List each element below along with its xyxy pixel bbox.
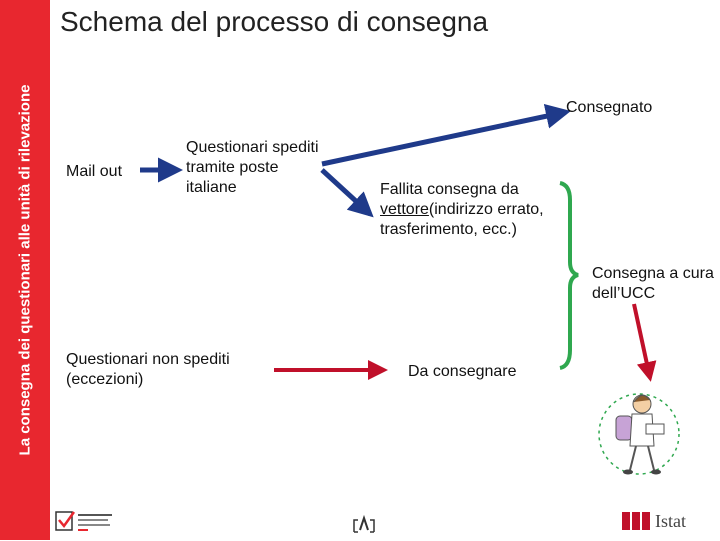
node-questionari-non-spediti: Questionari non spediti (eccezioni): [66, 351, 230, 388]
node-consegna-ucc: Consegna a cura dell’UCC: [592, 265, 714, 302]
green-brace: [559, 181, 579, 370]
arrow-to-fallita: [320, 168, 374, 218]
node-mail-out: Mail out: [66, 163, 123, 180]
small-mark-icon: [350, 512, 378, 534]
node-consegnato: Consegnato: [566, 99, 653, 116]
arrow-to-consegnato: [321, 103, 571, 167]
node-fallita-consegna: Fallita consegna da vettore(indirizzo er…: [380, 180, 556, 240]
sidebar: La consegna dei questionari alle unità d…: [0, 0, 50, 540]
arrow-ucc-to-figure: [632, 303, 657, 382]
istat-logo-icon: [620, 508, 692, 534]
istat-logo-text: Istat: [655, 511, 686, 531]
fallita-link-vettore: vettore: [380, 201, 429, 218]
fallita-text-1: Fallita consegna da: [380, 181, 519, 198]
fallita-text-2: (indirizzo errato, trasferimento, ecc.): [380, 201, 544, 238]
census-logo-icon: [54, 508, 118, 536]
courier-figure-icon: [596, 384, 682, 484]
node-da-consegnare: Da consegnare: [408, 363, 517, 380]
page-title: Schema del processo di consegna: [60, 6, 489, 37]
sidebar-band: [0, 0, 50, 540]
node-questionari-spediti: Questionari spediti tramite poste italia…: [186, 139, 319, 196]
